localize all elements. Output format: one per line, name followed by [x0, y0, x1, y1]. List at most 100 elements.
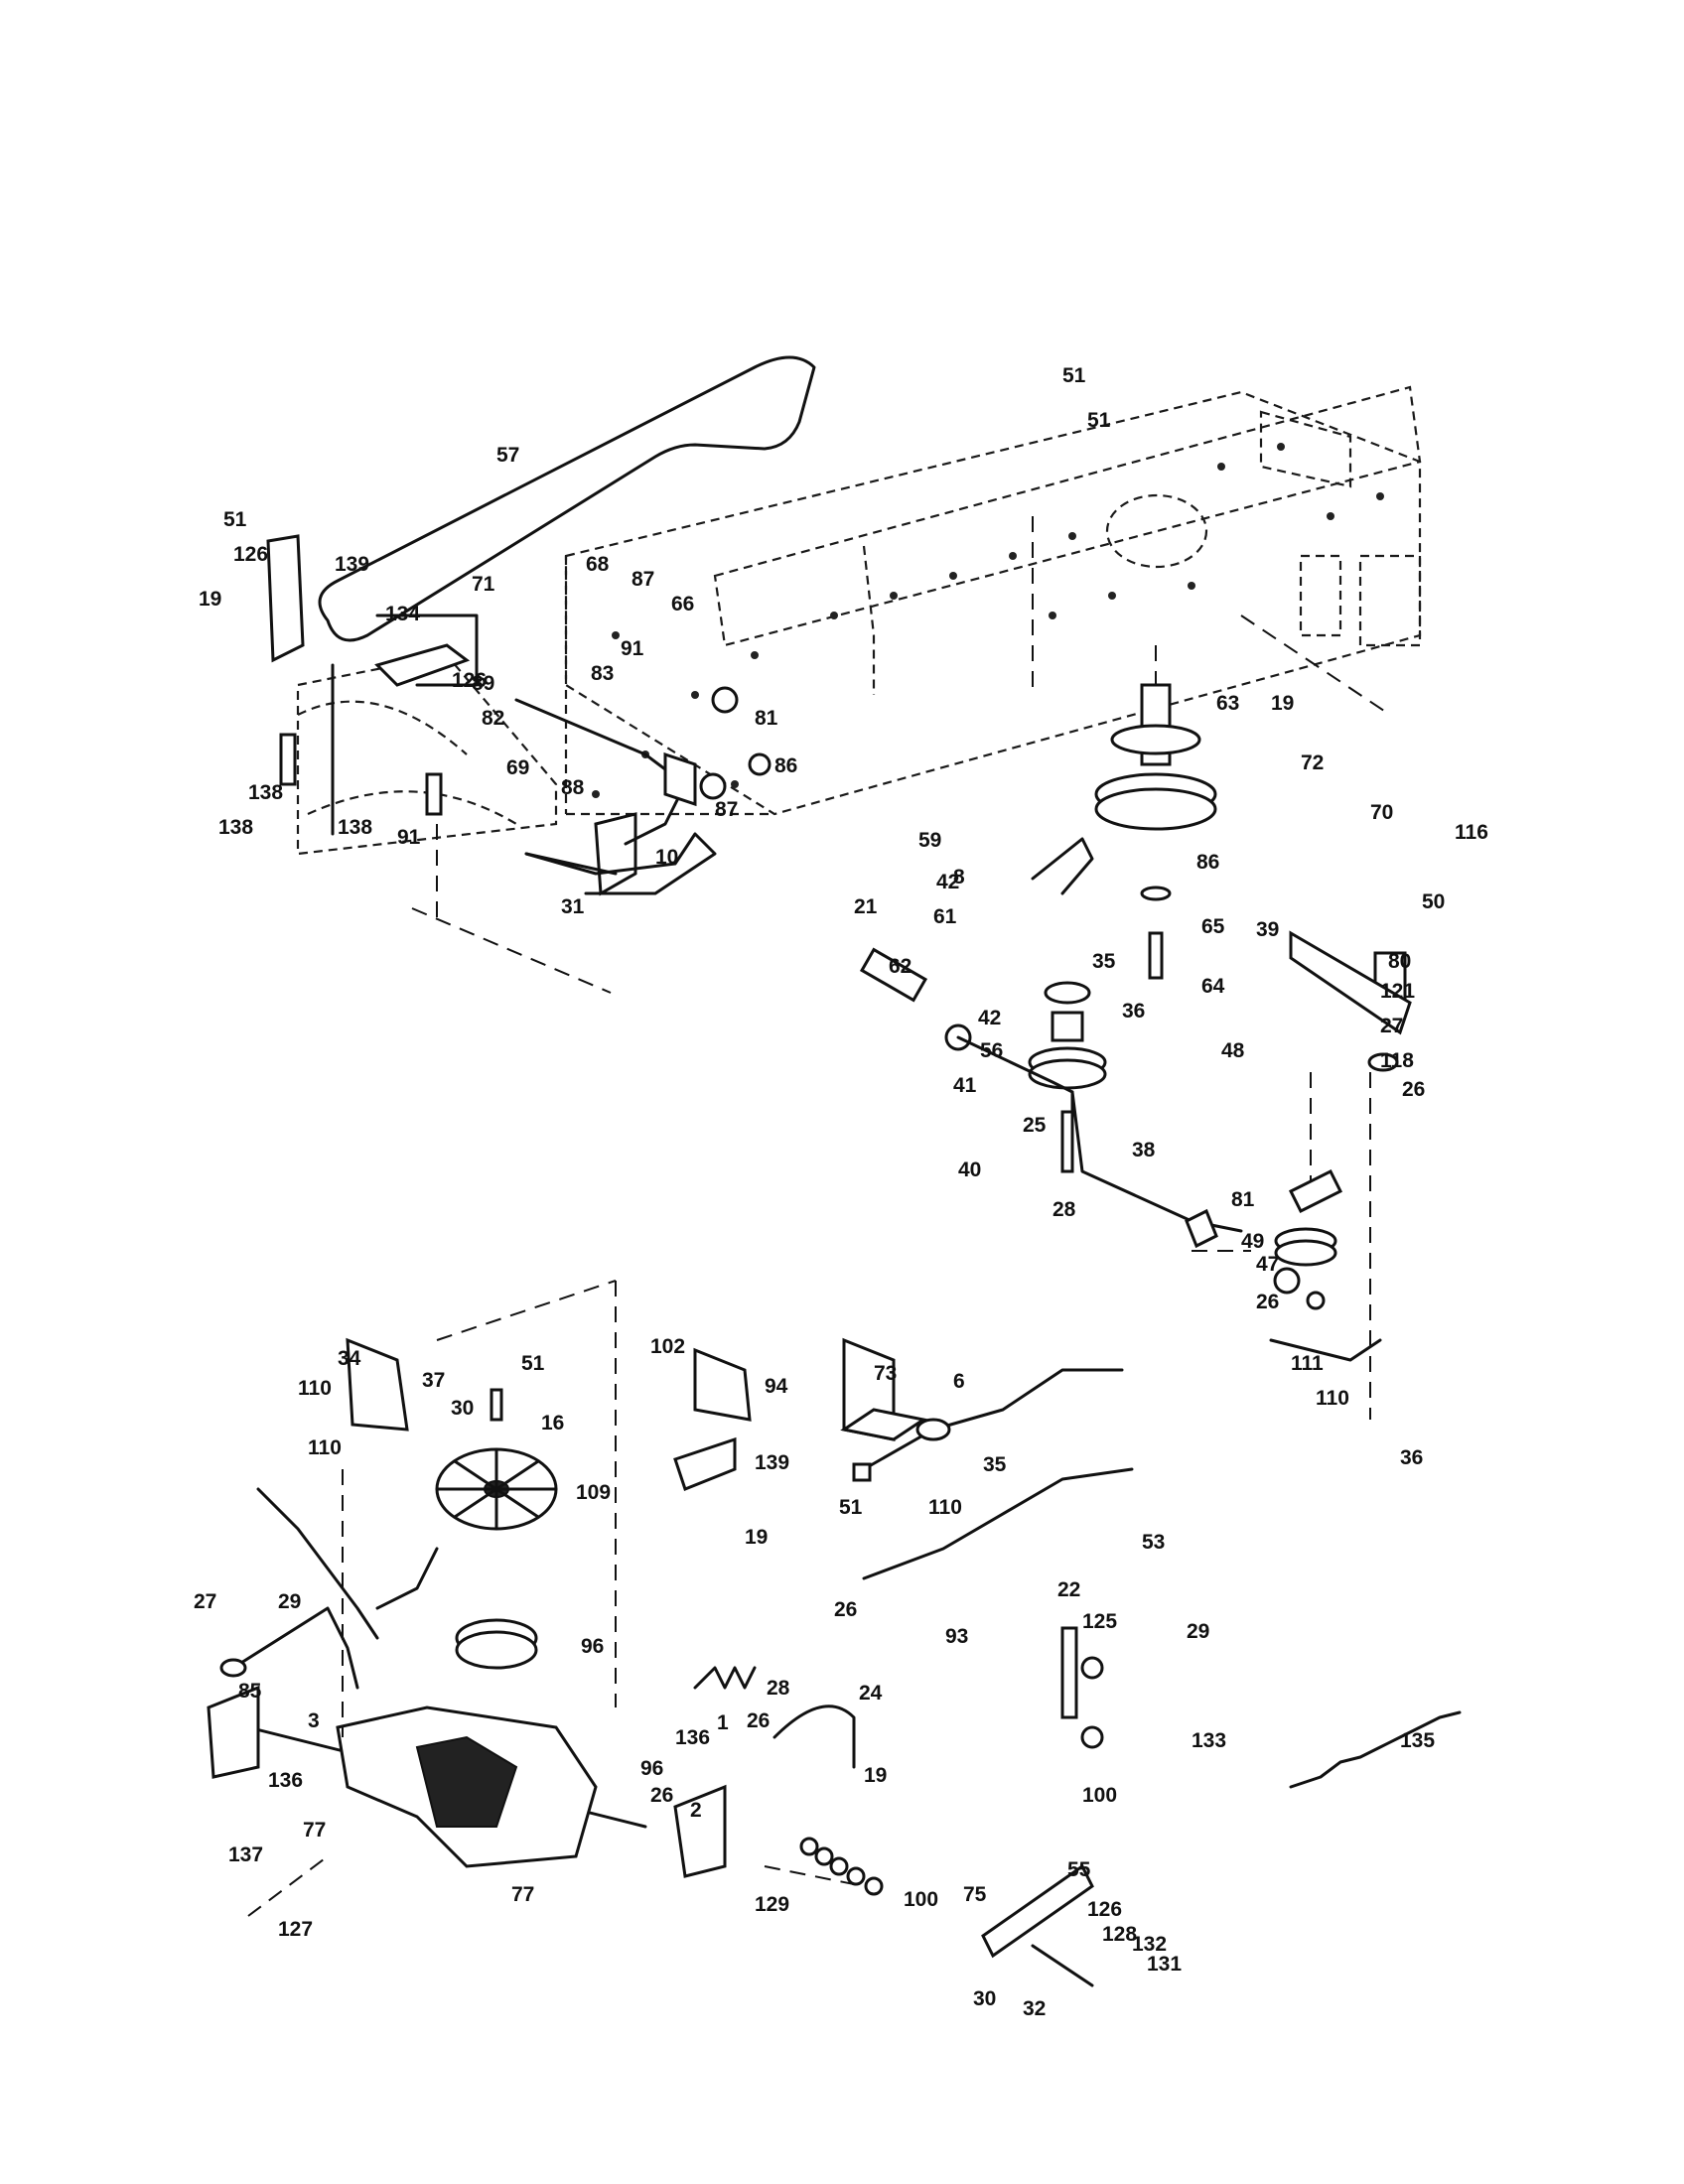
callout-128: 128 [1102, 1923, 1137, 1946]
callout-8: 8 [953, 866, 965, 888]
callout-64: 64 [1201, 975, 1225, 998]
callout-77: 77 [511, 1883, 534, 1906]
callout-40: 40 [958, 1159, 981, 1181]
callout-85: 85 [238, 1680, 262, 1703]
callout-125: 125 [1082, 1610, 1117, 1633]
callout-83: 83 [591, 662, 614, 685]
callout-82: 82 [482, 707, 504, 730]
callout-27: 27 [1380, 1015, 1403, 1037]
callout-88: 88 [561, 776, 585, 799]
callout-75: 75 [963, 1883, 987, 1906]
idler-assembly-center [1028, 837, 1107, 1173]
callout-30: 30 [973, 1987, 996, 2010]
callout-87: 87 [715, 798, 738, 821]
callout-109: 109 [576, 1481, 611, 1504]
idler-assembly-right [1274, 930, 1412, 1420]
brake-links [981, 1626, 1104, 1987]
callout-2: 2 [690, 1799, 702, 1822]
callout-110: 110 [308, 1436, 342, 1459]
callout-138: 138 [218, 816, 253, 839]
callout-139: 139 [335, 553, 369, 576]
callout-29: 29 [278, 1590, 301, 1613]
callout-36: 36 [1400, 1446, 1423, 1469]
callout-47: 47 [1256, 1253, 1279, 1276]
callout-56: 56 [980, 1039, 1003, 1062]
callout-24: 24 [859, 1682, 883, 1705]
callout-53: 53 [1142, 1531, 1165, 1554]
callout-19: 19 [864, 1764, 887, 1787]
callout-87: 87 [632, 568, 654, 591]
callout-80: 80 [1388, 950, 1411, 973]
callout-29: 29 [1187, 1620, 1209, 1643]
fan-and-pulley [435, 1388, 558, 1670]
callout-72: 72 [1301, 751, 1324, 774]
callout-132: 132 [1132, 1933, 1167, 1956]
callout-126: 126 [1087, 1898, 1122, 1921]
callout-21: 21 [854, 895, 878, 918]
callout-86: 86 [1196, 851, 1219, 874]
callout-35: 35 [983, 1453, 1007, 1476]
callout-16: 16 [541, 1412, 564, 1434]
callout-127: 127 [278, 1918, 313, 1941]
callout-81: 81 [755, 707, 778, 730]
pedal-shaft [859, 947, 1382, 1362]
callout-28: 28 [1052, 1198, 1076, 1221]
callout-111: 111 [1291, 1352, 1324, 1375]
callout-51: 51 [521, 1352, 545, 1375]
callout-48: 48 [1221, 1039, 1245, 1062]
callout-49: 49 [1241, 1230, 1264, 1253]
mid-brackets [346, 1337, 927, 1491]
frame-holes [592, 443, 1384, 798]
callout-51: 51 [1087, 409, 1111, 432]
callout-6: 6 [953, 1370, 965, 1393]
callout-136: 136 [268, 1769, 303, 1792]
callout-110: 110 [1316, 1387, 1349, 1410]
callout-35: 35 [1092, 950, 1116, 973]
callout-68: 68 [586, 553, 610, 576]
belt-guide [374, 643, 471, 687]
callout-55: 55 [1067, 1858, 1091, 1881]
callout-81: 81 [1231, 1188, 1255, 1211]
callout-36: 36 [1122, 1000, 1145, 1023]
callout-138: 138 [338, 816, 372, 839]
callout-31: 31 [561, 895, 585, 918]
shift-lever-assembly [514, 686, 772, 895]
engine-pulley-assembly [1032, 516, 1217, 980]
callout-19: 19 [745, 1526, 768, 1549]
callout-96: 96 [640, 1757, 663, 1780]
callout-50: 50 [1422, 890, 1445, 913]
callout-37: 37 [422, 1369, 445, 1392]
callout-93: 93 [945, 1625, 968, 1648]
callout-116: 116 [1455, 821, 1488, 844]
callout-73: 73 [874, 1362, 897, 1385]
extension-spring [1289, 1710, 1462, 1789]
callout-96: 96 [581, 1635, 604, 1658]
connection-lines [247, 614, 1391, 1917]
callout-66: 66 [671, 593, 694, 615]
callout-3: 3 [308, 1709, 320, 1732]
callout-91: 91 [397, 826, 421, 849]
callout-137: 137 [228, 1843, 263, 1866]
callout-94: 94 [765, 1375, 788, 1398]
brake-rod [852, 1368, 1134, 1580]
callout-41: 41 [953, 1074, 977, 1097]
callout-26: 26 [1402, 1078, 1425, 1101]
callout-100: 100 [904, 1888, 938, 1911]
callout-65: 65 [1201, 915, 1225, 938]
callout-22: 22 [1057, 1578, 1080, 1601]
callout-69: 69 [506, 756, 529, 779]
callout-51: 51 [223, 508, 247, 531]
callout-26: 26 [650, 1784, 673, 1807]
callout-63: 63 [1216, 692, 1239, 715]
callout-39: 39 [1256, 918, 1279, 941]
chassis-frame [296, 385, 1422, 856]
callout-42: 42 [936, 871, 959, 893]
callout-28: 28 [767, 1677, 790, 1700]
callout-70: 70 [1370, 801, 1393, 824]
callout-91: 91 [621, 637, 644, 660]
callout-42: 42 [978, 1007, 1001, 1029]
callout-118: 118 [1380, 1049, 1414, 1072]
callout-110: 110 [298, 1377, 332, 1400]
callout-26: 26 [834, 1598, 857, 1621]
